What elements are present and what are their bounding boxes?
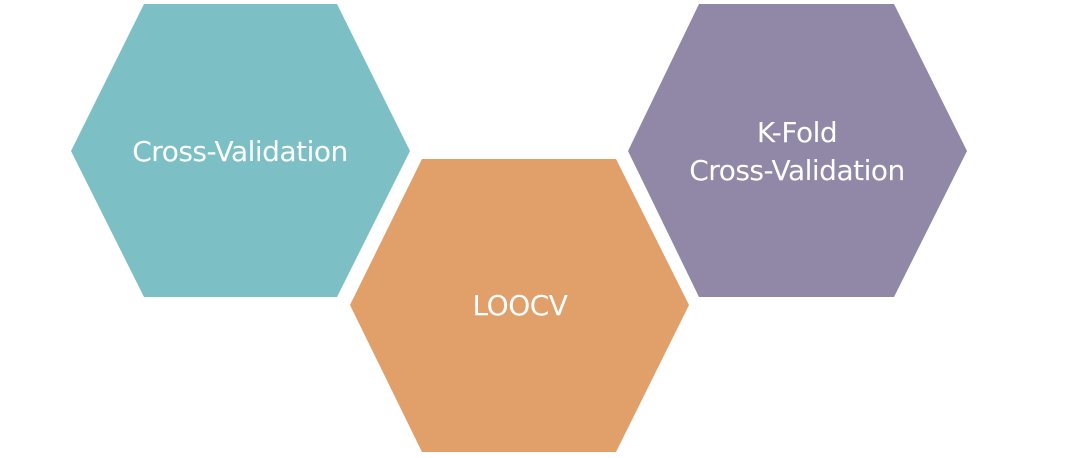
hexagon-label-k-fold: K-Fold Cross-Validation <box>657 112 937 192</box>
hexagon-cross-validation <box>71 4 410 297</box>
hexagon-k-fold <box>628 4 967 297</box>
hexagon-label-line: LOOCV <box>472 289 568 322</box>
hexagon-label-loocv: LOOCV <box>380 274 660 338</box>
hexagon-loocv <box>350 159 689 452</box>
hexagon-label-line: Cross-Validation <box>689 154 905 187</box>
hexagon-label-cross-validation: Cross-Validation <box>100 120 380 184</box>
hexagon-label-line: Cross-Validation <box>132 135 348 168</box>
hexagon-label-line: K-Fold <box>756 116 838 149</box>
